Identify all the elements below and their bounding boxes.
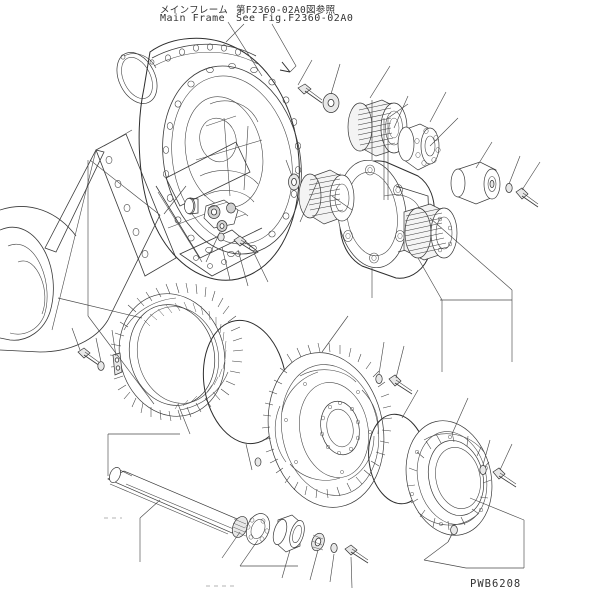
hub-roller-cage-bearing (397, 123, 441, 171)
drawing-sheet-number: PWB6208 (470, 578, 522, 590)
hub-spindle-nut (505, 183, 513, 193)
hub-output-gear (403, 203, 458, 261)
shaft-roller-bearing (245, 513, 271, 545)
main-frame-label-en: Main Frame (160, 13, 226, 24)
main-frame-label-jp: メインフレーム (160, 5, 229, 16)
hub-assembly (288, 83, 539, 279)
brake-disc-carrier (261, 342, 393, 508)
see-fig-label-en: See Fig.F2360-02A0 (236, 13, 354, 24)
retainer-lower-nut (447, 525, 458, 543)
hub-spindle-bolt (515, 187, 539, 208)
hub-left-gear (298, 169, 355, 225)
shaft-washer (311, 532, 325, 552)
housing-lower-bolt (233, 235, 257, 254)
retainer-bolt (492, 467, 517, 488)
sprocket-ring (109, 282, 244, 422)
shaft-bearing-stack (107, 467, 369, 564)
centerline-hints (104, 517, 234, 587)
housing-bolt-circle (163, 63, 301, 257)
brake-disc-washer (375, 374, 383, 384)
sprocket-bolt (77, 347, 101, 367)
brake-disc-bolt-circle (320, 401, 360, 455)
retainer-fasteners (447, 465, 517, 543)
brake-disc-serrations (261, 342, 393, 499)
shaft-bolt (344, 544, 369, 564)
shaft-bearing-cup (272, 514, 305, 553)
retainer-washer (479, 465, 487, 475)
see-fig-label-jp: 第F2360-02A0図参照 (236, 5, 336, 16)
hub-left-washer (288, 173, 300, 191)
housing-inspection-port (116, 52, 158, 104)
hub-upper-washer (322, 93, 340, 113)
hub-spindle-sleeve (450, 161, 501, 205)
leader-lines (57, 21, 541, 589)
housing-bracket-cluster (203, 199, 239, 232)
hub-top-bearing (347, 99, 408, 157)
seal-retainer-ring (405, 420, 493, 536)
hub-upper-bolt (297, 83, 323, 104)
brake-disc-fasteners (375, 374, 413, 395)
brake-disc-bolt (388, 374, 413, 395)
main-frame-housing (0, 37, 302, 353)
shaft-nut (330, 543, 338, 553)
sprocket-washer (97, 361, 105, 371)
disc-corner-nut (254, 457, 262, 467)
sprocket-key (112, 352, 123, 376)
